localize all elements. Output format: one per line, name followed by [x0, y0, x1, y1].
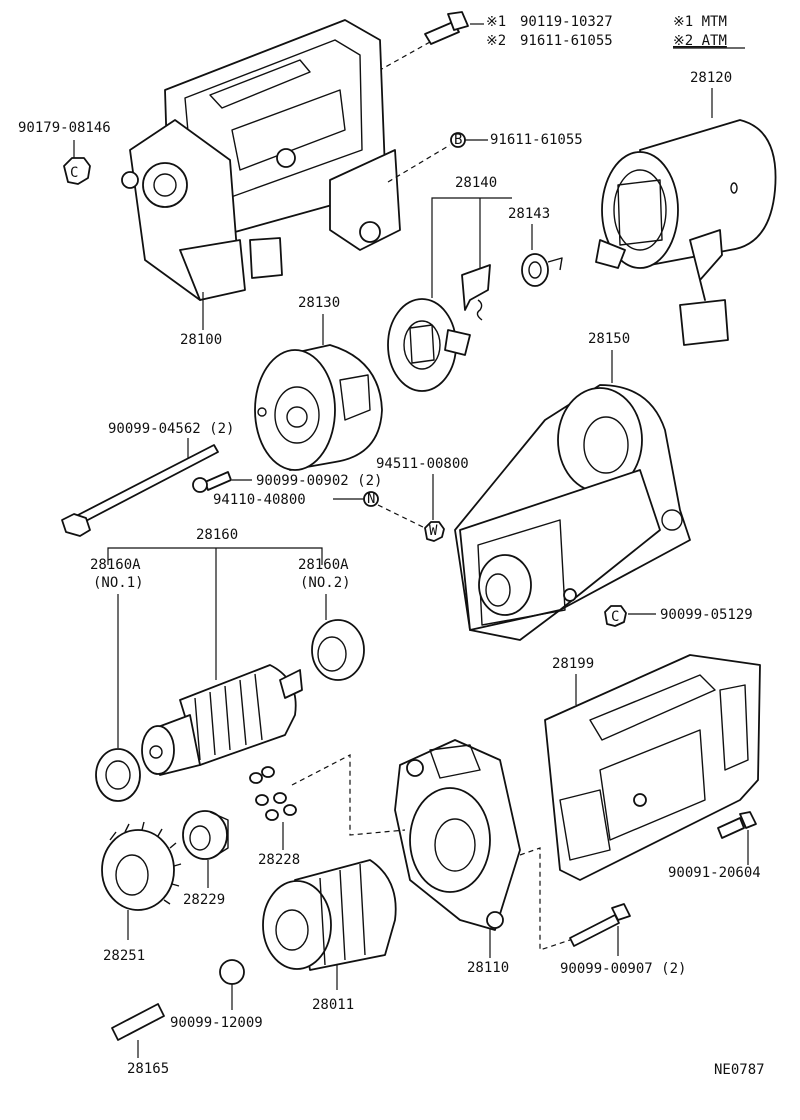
- bolt-90091-20604: [717, 811, 757, 839]
- gear-28229: [182, 810, 229, 860]
- pins-28228: [249, 766, 297, 821]
- leader-28140-left: [431, 197, 512, 298]
- starter-assembly-28100: [121, 19, 401, 301]
- label-28011: 28011: [312, 997, 354, 1013]
- bearing-28143: [521, 253, 563, 287]
- housing-28150: [454, 384, 691, 641]
- washer-w: [424, 521, 445, 542]
- screw-90099-00902: [192, 471, 232, 493]
- label-28165: 28165: [127, 1061, 169, 1077]
- reference-code: NE0787: [714, 1062, 765, 1078]
- label-90179-08146: 90179-08146: [18, 120, 111, 136]
- label-90091-20604: 90091-20604: [668, 865, 761, 881]
- note-1-mark: ※1: [486, 14, 506, 30]
- label-28160A-1-sub: (NO.1): [93, 575, 144, 591]
- clutch-28011: [262, 859, 397, 971]
- note-1-part: 90119-10327: [520, 14, 613, 30]
- dashed-b-to-starter: [387, 144, 451, 183]
- dashed-pins-to-housing: [291, 754, 406, 836]
- dashed-n-to-w: [377, 504, 426, 529]
- leader-28160-bracket: [107, 547, 323, 565]
- label-28140: 28140: [455, 175, 497, 191]
- label-90099-04562: 90099-04562 (2): [108, 421, 234, 437]
- nut-90099-05129: [604, 605, 627, 627]
- label-28143: 28143: [508, 206, 550, 222]
- label-28100: 28100: [180, 332, 222, 348]
- label-28228: 28228: [258, 852, 300, 868]
- label-90099-00907: 90099-00907 (2): [560, 961, 686, 977]
- label-28229: 28229: [183, 892, 225, 908]
- spring-28165: [111, 1003, 165, 1041]
- end-frame-28130: [254, 344, 383, 471]
- through-bolt-90099-04562: [61, 444, 219, 537]
- marker-n: N: [367, 491, 375, 507]
- label-28160A-1: 28160A: [90, 557, 141, 573]
- bolt-90099-00907: [569, 903, 631, 947]
- label-90099-00902: 90099-00902 (2): [256, 473, 382, 489]
- bearing-28160A-no2: [311, 619, 365, 681]
- cover-28199: [544, 654, 761, 881]
- gear-28251: [101, 821, 182, 911]
- label-28160: 28160: [196, 527, 238, 543]
- dashed-bolt-to-starter: [379, 41, 431, 71]
- label-28160A-2-sub: (NO.2): [300, 575, 351, 591]
- label-91611-61055: 91611-61055: [490, 132, 583, 148]
- nut-90179-08146: C: [63, 157, 91, 185]
- label-28251: 28251: [103, 948, 145, 964]
- bearing-28160A-no1: [95, 748, 141, 802]
- note-2-part: 91611-61055: [520, 33, 613, 49]
- brush-holder-28140: [387, 264, 491, 392]
- marker-w: W: [429, 523, 438, 539]
- ball-90099-12009: [219, 959, 245, 985]
- armature-28160: [141, 664, 303, 776]
- label-28110: 28110: [467, 960, 509, 976]
- label-28160A-2: 28160A: [298, 557, 349, 573]
- bolt-top: [424, 11, 469, 45]
- label-28120: 28120: [690, 70, 732, 86]
- dashed-housing-to-bolt: [519, 847, 571, 951]
- label-94511-00800: 94511-00800: [376, 456, 469, 472]
- drive-housing-28110: [394, 739, 521, 931]
- note-2-mark: ※2: [486, 33, 506, 49]
- marker-n-circle: [363, 491, 379, 507]
- label-28150: 28150: [588, 331, 630, 347]
- marker-b: B: [454, 132, 462, 148]
- label-28199: 28199: [552, 656, 594, 672]
- label-90099-12009: 90099-12009: [170, 1015, 263, 1031]
- marker-c-1: C: [70, 165, 78, 181]
- note-atm: ※2 ATM: [673, 33, 727, 49]
- label-90099-05129: 90099-05129: [660, 607, 753, 623]
- label-94110-40800: 94110-40800: [213, 492, 306, 508]
- yoke-28120: [595, 119, 777, 346]
- label-28130: 28130: [298, 295, 340, 311]
- marker-c-2: C: [611, 609, 619, 625]
- note-mtm: ※1 MTM: [673, 14, 727, 30]
